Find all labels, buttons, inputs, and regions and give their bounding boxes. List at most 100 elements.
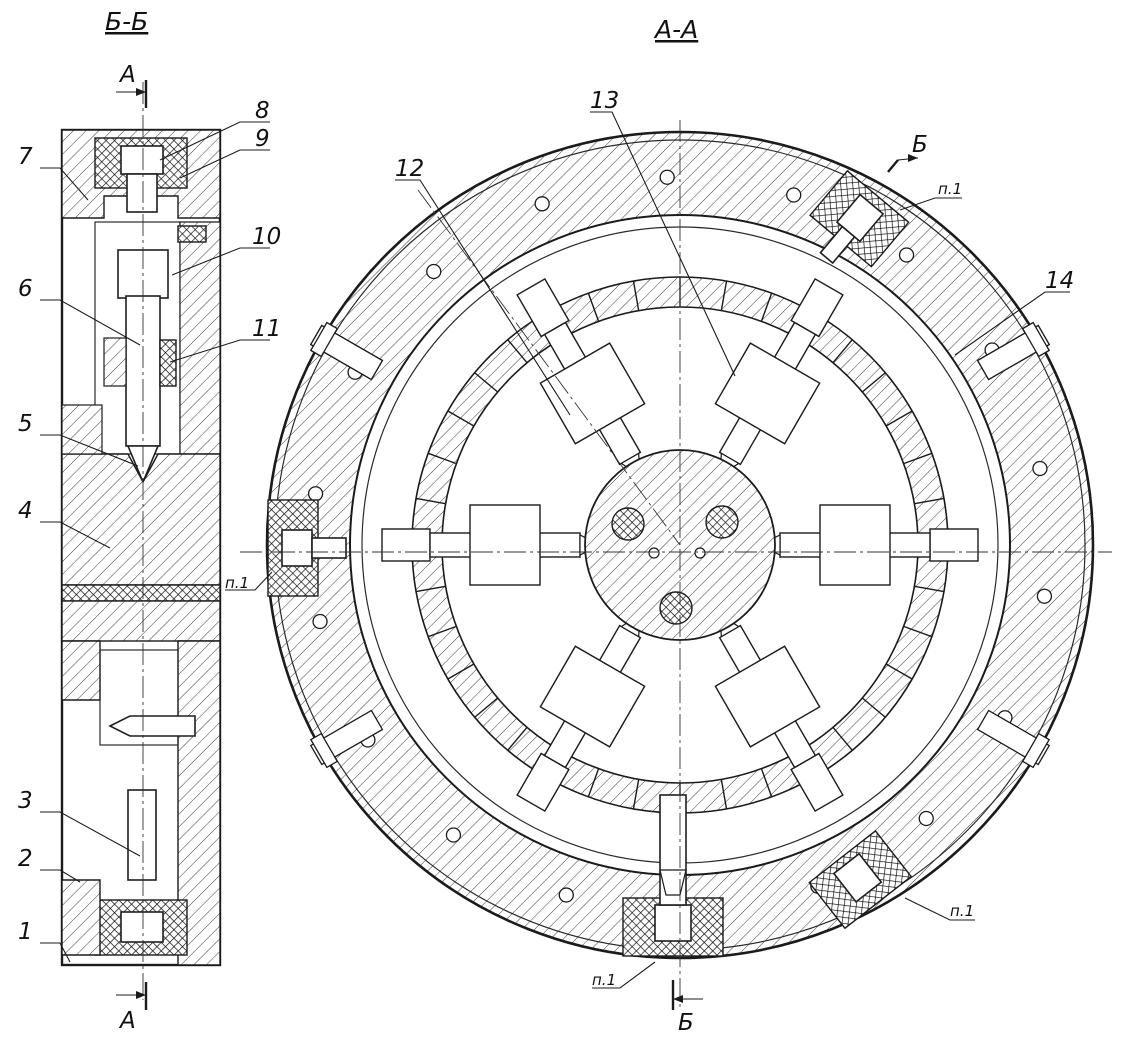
note-p1-bottom-right: п.1 [950, 902, 974, 920]
callout-12: 12 [395, 156, 424, 182]
cage-segment-divider [861, 697, 886, 718]
callout-1: 1 [18, 919, 33, 945]
bolt-head [1021, 321, 1051, 358]
leader-p1-bottom [592, 961, 656, 989]
cage-segment-divider [885, 410, 913, 427]
cage-segment-divider [415, 497, 446, 505]
leader-8 [159, 121, 270, 161]
ring-hole [312, 613, 328, 630]
callout-2: 2 [18, 846, 33, 872]
leader-3 [40, 811, 141, 857]
cut-marker-right-top: Б [912, 132, 928, 158]
cage-segment-divider [914, 497, 945, 505]
callout-5: 5 [18, 411, 33, 437]
title-section-aa: А-А [653, 15, 698, 44]
radial-bolt [309, 709, 384, 769]
cage-segment-divider [914, 585, 945, 593]
lower-bearing-core [120, 911, 164, 943]
lower-plate [61, 600, 221, 642]
leader-2 [40, 869, 81, 883]
bearing-detail-left [267, 499, 347, 597]
cage-segment-divider [632, 779, 640, 810]
ring-hole [1036, 588, 1053, 604]
tool-arm [714, 613, 844, 813]
arm-clamp [539, 645, 646, 748]
tool-arm [516, 277, 646, 477]
bolt-head [1021, 732, 1051, 769]
bearing-detail-bottom [622, 794, 724, 957]
bolt-head [309, 732, 339, 769]
section-arrow-bottom [116, 982, 148, 1010]
left-insert [61, 404, 103, 455]
leader-4 [40, 521, 111, 549]
callout-7: 7 [18, 144, 33, 170]
callout-8: 8 [255, 98, 270, 124]
cut-marker-left-bottom: А [118, 1008, 136, 1034]
leader-6 [40, 299, 141, 346]
leader-13 [590, 111, 736, 377]
cage-segment-divider [760, 768, 773, 798]
tool-arm [381, 504, 602, 586]
cage-segment-divider [587, 292, 600, 322]
arm-clamp [819, 504, 891, 586]
arm-clamp [469, 504, 541, 586]
leader-14 [954, 291, 1070, 356]
clamp-block [103, 337, 127, 387]
leader-p1-bottom-right [904, 897, 975, 921]
ring-hole [445, 827, 462, 843]
lower-pin [108, 715, 196, 737]
cage-segment-divider [861, 372, 886, 393]
callout-3: 3 [18, 788, 33, 814]
tool-arms [381, 277, 979, 813]
cage-segment-divider [885, 663, 913, 680]
section-arrow-b-top [887, 154, 919, 173]
carrier-side-hatch [179, 221, 221, 455]
cage-segment-divider [507, 339, 528, 364]
bearing-detail-bottom-right [808, 829, 913, 930]
hub-plug-right [705, 505, 739, 539]
arm-clamp [714, 645, 821, 748]
cage-segment-divider [760, 292, 773, 322]
arm-clamp [714, 342, 821, 445]
upper-bearing-core [120, 145, 164, 175]
ring-bolts [309, 321, 1051, 769]
cage-segment-divider [474, 697, 499, 718]
section-bb-view [40, 80, 270, 1010]
title-section-bb: Б-Б [105, 7, 148, 36]
upper-shaft [126, 173, 158, 213]
hub-plug-bottom [659, 591, 693, 625]
arm-slider [929, 528, 979, 562]
cage-segment-divider [632, 280, 640, 311]
ring-hole [558, 887, 574, 903]
diagonal-center-line [417, 189, 681, 546]
note-p1-left: п.1 [225, 574, 249, 592]
leader-1 [40, 942, 71, 963]
radial-bolt [309, 321, 384, 381]
leader-12 [395, 179, 571, 416]
note-p1-top-right: п.1 [938, 180, 962, 198]
radial-bolt [976, 709, 1051, 769]
cage-segment-divider [427, 625, 457, 638]
leader-9 [179, 149, 270, 179]
arm-slider [381, 528, 431, 562]
ring-hole [1032, 460, 1048, 477]
leader-10 [171, 247, 270, 276]
hub-hole-left [648, 547, 660, 559]
mesh-strip [61, 584, 221, 602]
ring-hole [307, 486, 324, 502]
callout-6: 6 [18, 276, 33, 302]
leader-p1-left [225, 571, 273, 591]
cut-marker-left-top: А [118, 62, 136, 88]
cage-segment-divider [447, 410, 475, 427]
arm-clamp [539, 342, 646, 445]
ring-hole [659, 169, 675, 185]
leader-p1-top [899, 197, 962, 211]
callout-13: 13 [590, 88, 619, 114]
callout-10: 10 [252, 224, 281, 250]
callout-14: 14 [1045, 268, 1074, 294]
leader-7 [40, 167, 89, 201]
hub-plug-left [611, 507, 645, 541]
ring-hole [786, 187, 802, 203]
cage-segment-divider [832, 726, 853, 751]
